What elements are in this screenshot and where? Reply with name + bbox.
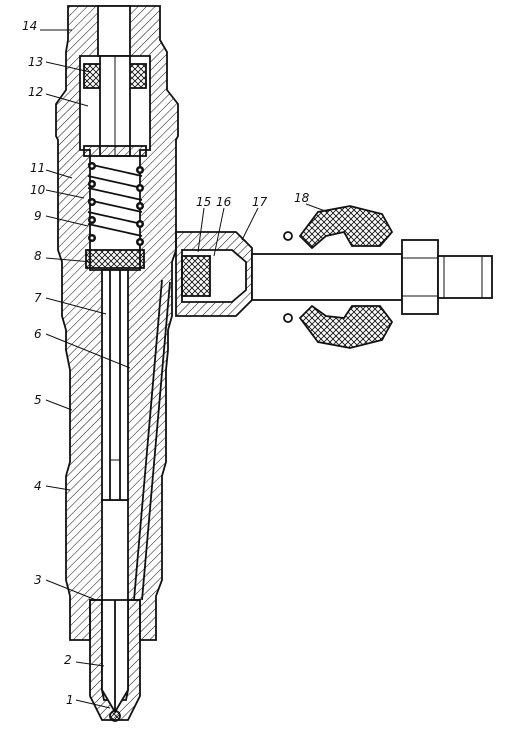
label-13: 13 bbox=[28, 55, 43, 69]
filter-element bbox=[181, 255, 211, 297]
spring-plate bbox=[83, 145, 147, 157]
push-rod bbox=[109, 270, 121, 501]
inlet-housing bbox=[175, 231, 253, 317]
spring-coils bbox=[87, 162, 144, 246]
label-1: 1 bbox=[66, 693, 74, 707]
label-3: 3 bbox=[34, 573, 42, 587]
label-17: 17 bbox=[252, 195, 268, 209]
label-18: 18 bbox=[294, 191, 310, 205]
label-7: 7 bbox=[34, 291, 42, 305]
label-10: 10 bbox=[30, 183, 46, 197]
rubber-boot bbox=[283, 205, 394, 349]
inlet-fitting bbox=[251, 239, 493, 315]
hex-nut bbox=[401, 239, 439, 315]
label-11: 11 bbox=[30, 161, 45, 175]
label-15: 15 bbox=[196, 195, 211, 209]
lower-spring-seat bbox=[85, 249, 145, 269]
label-6: 6 bbox=[34, 327, 42, 341]
label-9: 9 bbox=[34, 209, 42, 223]
label-2: 2 bbox=[64, 653, 72, 667]
label-14: 14 bbox=[22, 19, 37, 33]
part-labels: 14 13 12 11 10 9 8 7 6 5 4 3 2 1 15 16 1… bbox=[22, 19, 310, 707]
label-12: 12 bbox=[28, 85, 43, 99]
nozzle bbox=[89, 599, 141, 722]
label-8: 8 bbox=[34, 249, 42, 263]
label-16: 16 bbox=[216, 195, 232, 209]
leader-lines bbox=[40, 29, 329, 709]
nozzle-tip bbox=[109, 710, 121, 722]
label-5: 5 bbox=[34, 393, 42, 407]
spring-assembly bbox=[83, 55, 147, 269]
outlet-thread bbox=[437, 255, 493, 299]
fuel-channel bbox=[133, 279, 171, 601]
label-4: 4 bbox=[34, 479, 42, 493]
